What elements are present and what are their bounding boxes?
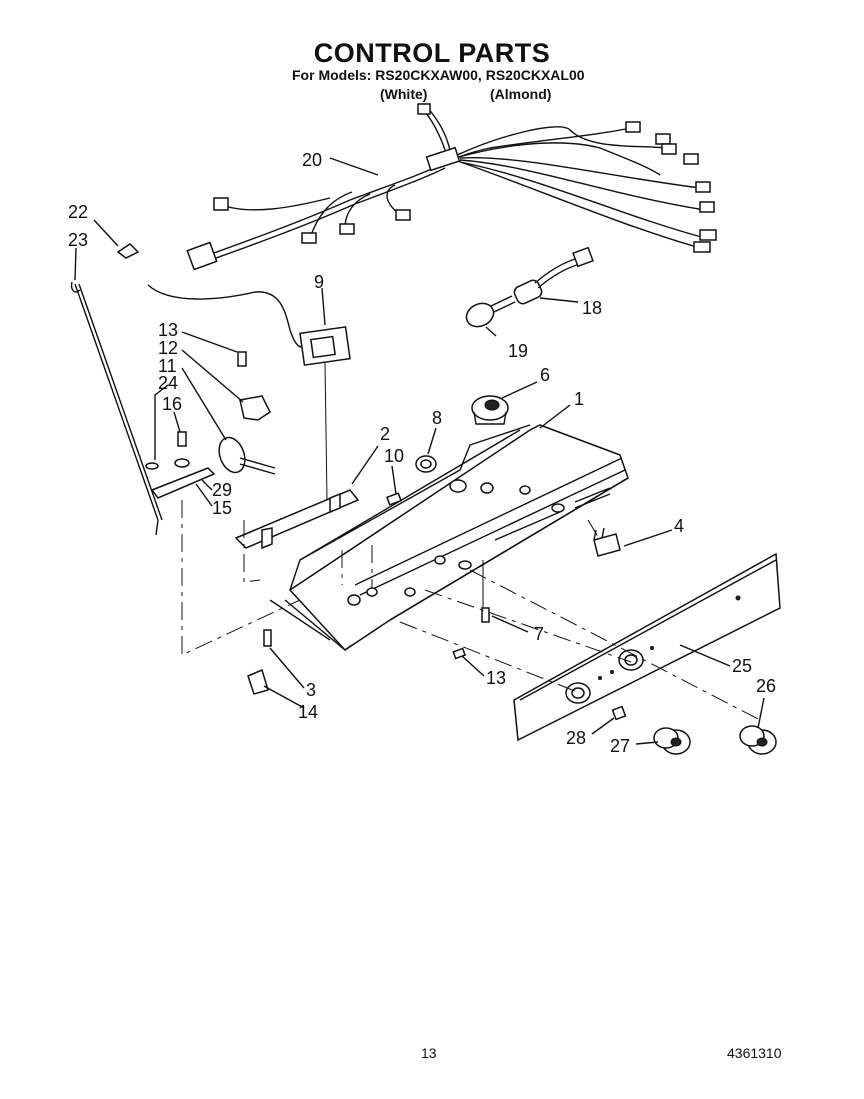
callout-24: 24 — [158, 373, 178, 393]
wire-harness — [186, 103, 717, 271]
callout-11: 11 — [158, 356, 177, 376]
callout-28: 28 — [566, 728, 586, 748]
callout-10: 10 — [384, 446, 404, 466]
callout-19: 19 — [508, 341, 528, 361]
callout-22: 22 — [68, 202, 88, 222]
assembly-lines — [181, 500, 761, 721]
page-number: 13 — [421, 1045, 437, 1061]
leader-lines — [74, 157, 765, 745]
callout-20: 20 — [302, 150, 322, 170]
color-white-label: (White) — [380, 86, 428, 102]
callout-15: 15 — [212, 498, 232, 518]
callout-9: 9 — [314, 272, 324, 292]
color-almond-label: (Almond) — [490, 86, 552, 102]
document-number: 4361310 — [727, 1045, 782, 1061]
callout-4: 4 — [674, 516, 684, 536]
callout-26: 26 — [756, 676, 776, 696]
callout-6: 6 — [540, 365, 550, 385]
knob-indicator — [611, 705, 627, 721]
refrigerator-control-knob — [653, 727, 691, 755]
callout-25: 25 — [732, 656, 752, 676]
control-rod — [70, 281, 163, 536]
light-socket — [513, 246, 594, 305]
callout-numbers: 20 22 23 9 18 19 6 1 8 2 10 13 12 11 24 … — [68, 150, 776, 756]
callout-8: 8 — [432, 408, 442, 428]
callout-16: 16 — [162, 394, 182, 414]
grommet — [415, 455, 437, 473]
callout-27: 27 — [610, 736, 630, 756]
callout-13-top: 13 — [158, 320, 178, 340]
page-title: CONTROL PARTS — [313, 38, 551, 68]
defrost-timer — [147, 284, 351, 501]
callout-3: 3 — [306, 680, 316, 700]
control-panel — [513, 552, 781, 742]
callout-13-bottom: 13 — [486, 668, 506, 688]
freezer-control-knob — [739, 725, 777, 755]
callout-23: 23 — [68, 230, 88, 250]
callout-18: 18 — [582, 298, 602, 318]
callout-29: 29 — [212, 480, 232, 500]
callout-12: 12 — [158, 338, 178, 358]
control-housing — [269, 424, 629, 651]
light-bulb — [465, 295, 516, 328]
rod-clip — [116, 243, 140, 259]
thermostat-assembly — [145, 351, 276, 499]
model-numbers: For Models: RS20CKXAW00, RS20CKXAL00 — [292, 67, 585, 83]
callout-2: 2 — [380, 424, 390, 444]
callout-14: 14 — [298, 702, 318, 722]
callout-7: 7 — [534, 624, 544, 644]
callout-1: 1 — [574, 389, 584, 409]
light-switch-housing — [471, 395, 509, 425]
light-switch — [593, 527, 621, 557]
